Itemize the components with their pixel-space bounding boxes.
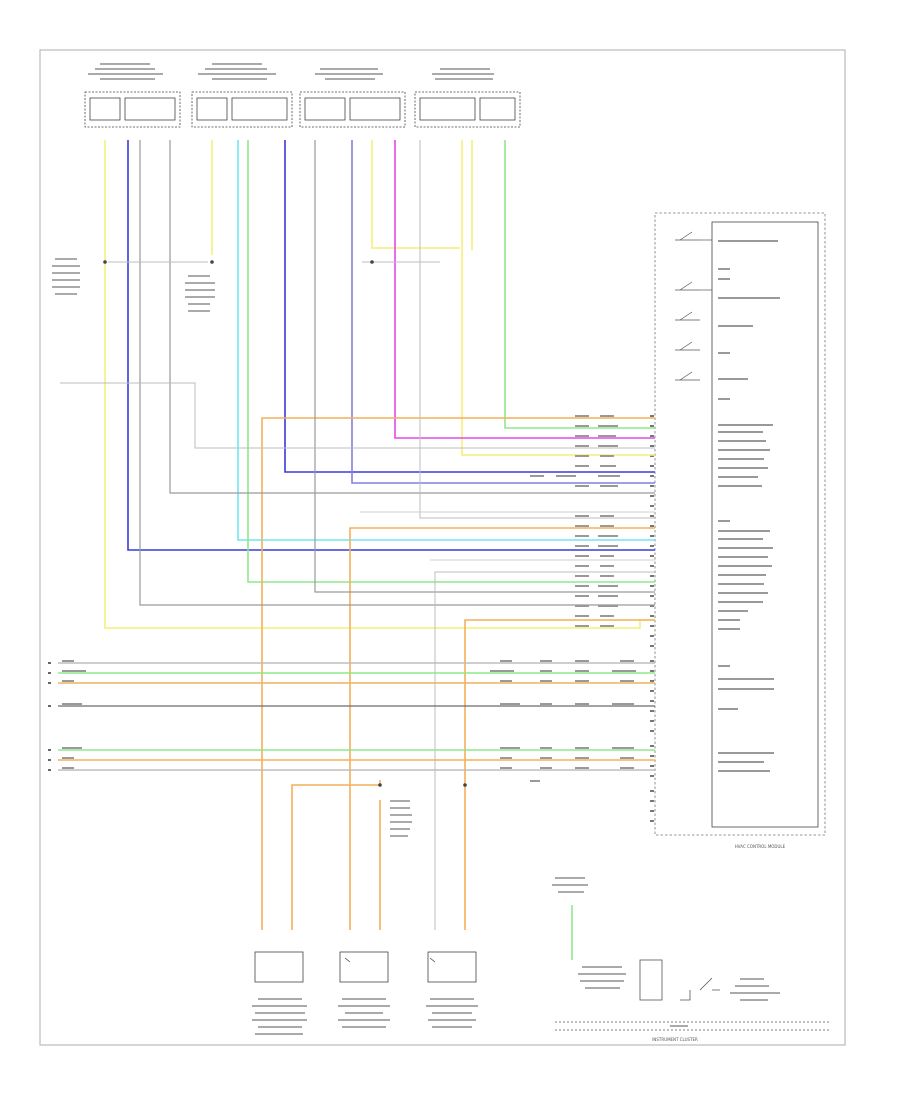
cluster-display: [639, 959, 663, 1001]
hvac-switches: [675, 231, 712, 381]
wire-magenta: [394, 140, 655, 439]
cluster-title: INSTRUMENT CLUSTER: [652, 1037, 698, 1042]
diagram-frame: [39, 49, 846, 1046]
wire-gray-2: [169, 140, 655, 494]
hvac-pin-column: [650, 415, 654, 822]
top-connector-captions: [88, 63, 494, 80]
wire-blue-2: [284, 140, 655, 473]
wire-orange-3: [349, 527, 655, 930]
splice-notes: [52, 258, 412, 837]
wire-gray-6: [419, 140, 655, 519]
wire-orange-2: [291, 780, 381, 930]
wire-gray-1: [139, 140, 655, 606]
wire-yellow-4: [461, 140, 655, 456]
actuator-1: [254, 951, 304, 983]
bottom-actuators: [254, 951, 477, 983]
hvac-function-labels: [718, 240, 780, 772]
instrument-cluster: [555, 905, 830, 1031]
cluster-labels: [552, 877, 780, 1027]
splice-dots: [103, 260, 467, 787]
wire-gray-5: [434, 571, 655, 930]
top-connectors: [84, 91, 521, 128]
wire-label-marks: [62, 415, 636, 782]
hvac-module-title: HVAC CONTROL MODULE: [735, 844, 786, 849]
actuator-captions: [252, 998, 478, 1035]
wire-orange-5: [464, 619, 655, 930]
wire-lightblue: [237, 140, 655, 541]
bus-wires: [58, 662, 655, 771]
wire-yellow-3: [371, 140, 460, 249]
hvac-module-box: [654, 212, 826, 836]
actuator-2: [339, 951, 389, 983]
wire-blue-3: [351, 140, 655, 484]
hvac-module-inner: [711, 221, 819, 828]
wire-yellow-1: [104, 140, 655, 629]
wires: [60, 140, 655, 930]
wire-blue-1: [127, 140, 655, 551]
wire-orange-1: [261, 417, 655, 930]
wire-green-1: [247, 140, 655, 583]
wire-green-2: [504, 140, 655, 429]
wire-gray-3: [314, 140, 655, 593]
actuator-3: [427, 951, 477, 983]
bus-wire-ends: [48, 662, 51, 771]
wire-gray-4: [60, 382, 655, 449]
